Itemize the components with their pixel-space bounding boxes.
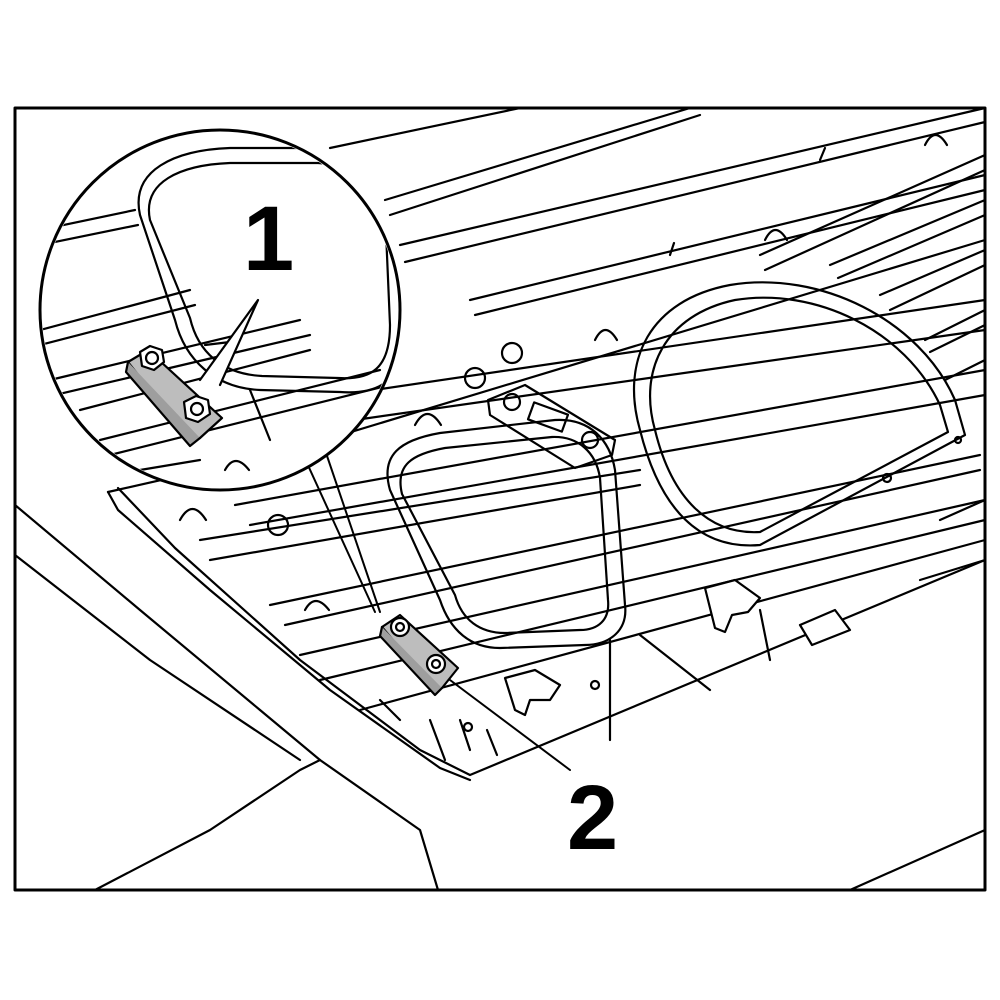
- bracket-2: [378, 613, 460, 697]
- hex-bolt-icon: [138, 344, 166, 372]
- callout-1: 1: [243, 188, 295, 290]
- callout-2: 2: [567, 767, 619, 869]
- center-opening: [386, 418, 627, 650]
- detail-magnifier: [38, 128, 402, 492]
- hood-panel: [13, 106, 987, 892]
- hex-bolt-icon: [182, 394, 212, 424]
- leader-line-2: [449, 679, 571, 771]
- speaker-opening: [632, 281, 967, 547]
- hex-bolt-icon: [425, 653, 447, 675]
- bracket-plate: [486, 383, 617, 470]
- hex-bolt-icon: [389, 616, 411, 638]
